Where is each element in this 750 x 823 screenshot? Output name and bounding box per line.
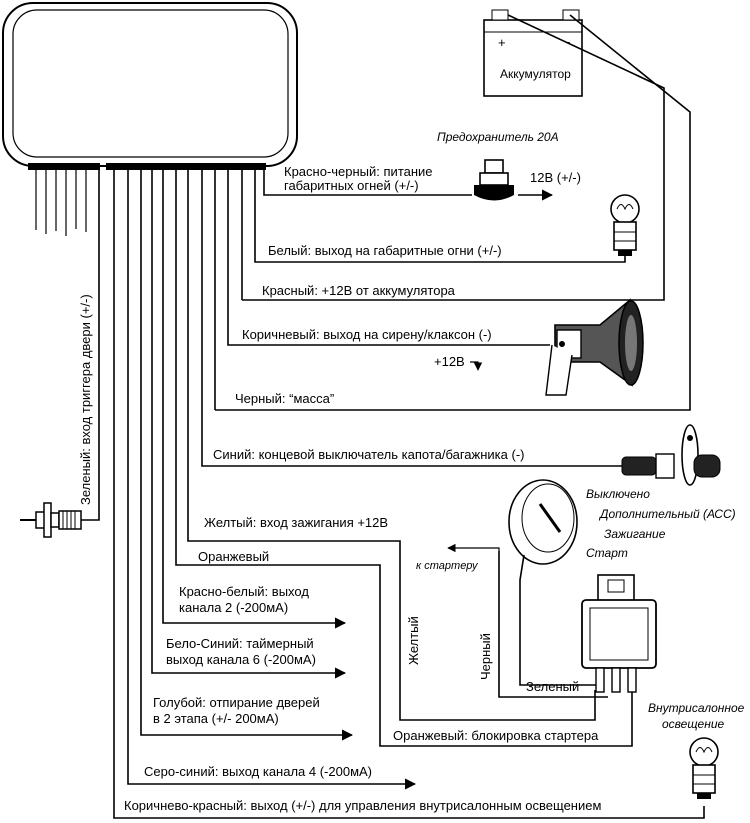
wire-green: Зеленый: вход триггера двери (+/-) (78, 170, 100, 521)
label-brown-red: Коричнево-красный: выход (+/-) для управ… (124, 798, 601, 813)
ignition-to-relay-wire (519, 554, 600, 686)
siren-supply-label: +12В (434, 354, 465, 369)
label-light-blue-1: Голубой: отпирание дверей (153, 695, 320, 710)
fuse-output-label: 12В (+/-) (530, 170, 581, 185)
wire-relay-black (498, 551, 608, 698)
ignition-acc-label: Дополнительный (АСС) (598, 507, 736, 521)
door-switch-icon (20, 502, 82, 538)
battery-plus: + (498, 35, 506, 50)
ignition-start-label: Старт (586, 546, 628, 560)
label-relay-black: Черный (478, 633, 493, 680)
wire-red-black: Красно-черный: питание габаритных огней … (263, 164, 581, 201)
battery-positive-wire (242, 14, 665, 301)
label-green: Зеленый: вход триггера двери (+/-) (78, 294, 93, 505)
label-red-black-2: габаритных огней (+/-) (284, 178, 419, 193)
wire-orange: Оранжевый Оранжевый: блокировка стартера (175, 170, 633, 747)
label-relay-yellow: Желтый (406, 616, 421, 665)
connector-left (28, 163, 100, 236)
interior-bulb-icon: Внутрисалонное освещение (648, 701, 745, 799)
wire-blue: Синий: концевой выключатель капота/багаж… (201, 170, 622, 467)
wire-white: Белый: выход на габаритные огни (+/-) (254, 170, 626, 263)
fuse-icon: Предохранитель 20А (437, 130, 559, 201)
label-grey-blue: Серо-синий: выход канала 4 (-200мА) (144, 764, 372, 779)
label-relay-green: Зеленый (526, 679, 579, 694)
battery-label: Аккумулятор (500, 67, 571, 81)
wire-red-white: Красно-белый: выход канала 2 (-200мА) (162, 170, 347, 629)
fuse-label: Предохранитель 20А (437, 130, 559, 144)
label-red: Красный: +12В от аккумулятора (262, 283, 456, 298)
parking-bulb-icon (610, 194, 640, 256)
siren-icon (545, 298, 644, 396)
label-white-blue-1: Бело-Синий: таймерный (166, 636, 314, 651)
label-red-black-1: Красно-черный: питание (284, 164, 433, 179)
to-starter-label: к стартеру (416, 560, 479, 572)
ignition-on-label: Зажигание (604, 527, 666, 541)
connector-main (106, 163, 266, 170)
label-light-blue-2: в 2 этапа (+/- 200мА) (153, 711, 279, 726)
ignition-switch-icon: Выключено Дополнительный (АСС) Зажигание… (508, 479, 736, 565)
wire-brown-red: Коричнево-красный: выход (+/-) для управ… (113, 170, 705, 819)
battery-negative-wire (215, 14, 691, 411)
relay-icon (581, 574, 657, 693)
battery: + - Аккумулятор (483, 9, 583, 97)
label-yellow: Желтый: вход зажигания +12В (204, 515, 388, 530)
ignition-off-label: Выключено (586, 487, 650, 501)
battery-minus: - (566, 34, 570, 49)
to-starter-arrow (447, 543, 500, 553)
alarm-control-unit (2, 2, 298, 167)
wire-yellow: Желтый: вход зажигания +12В Желтый (187, 170, 596, 721)
wire-grey-blue: Серо-синий: выход канала 4 (-200мА) (127, 170, 417, 790)
label-red-white-1: Красно-белый: выход (179, 584, 309, 599)
label-white-blue-2: выход канала 6 (-200мА) (166, 652, 316, 667)
label-blue: Синий: концевой выключатель капота/багаж… (213, 447, 524, 462)
interior-light-label-2: освещение (662, 717, 725, 731)
hood-switch-icon (621, 424, 721, 486)
interior-light-label-1: Внутрисалонное (648, 701, 745, 715)
wire-brown: Коричневый: выход на сирену/клаксон (-) … (227, 170, 550, 371)
label-orange-block: Оранжевый: блокировка стартера (393, 728, 599, 743)
label-black: Черный: “масса” (235, 391, 334, 406)
label-white: Белый: выход на габаритные огни (+/-) (268, 243, 502, 258)
label-orange: Оранжевый (198, 549, 269, 564)
wire-white-blue: Бело-Синий: таймерный выход канала 6 (-2… (151, 170, 347, 679)
label-brown: Коричневый: выход на сирену/клаксон (-) (242, 327, 492, 342)
label-red-white-2: канала 2 (-200мА) (179, 600, 288, 615)
wire-light-blue: Голубой: отпирание дверей в 2 этапа (+/-… (140, 170, 354, 741)
